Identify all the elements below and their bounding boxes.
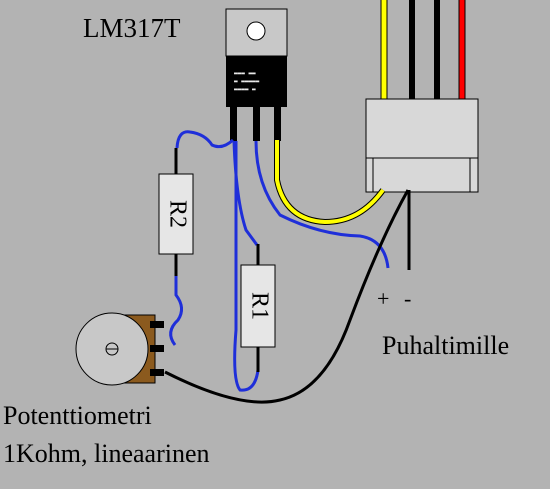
fan-target-label: Puhaltimille — [382, 331, 509, 360]
resistor-r2: R2 — [158, 148, 194, 276]
r1-label: R1 — [246, 292, 272, 320]
fan-cable-wires — [380, 0, 466, 100]
lm317t-regulator: ▬▬▬ ▬▬ ▬ ▬▬▬▬▬ ▬▬▬▬ ▬ — [225, 8, 288, 141]
fan-connector — [365, 98, 479, 193]
mounting-hole-icon — [246, 21, 266, 41]
slotted-knob-icon — [105, 342, 119, 356]
plus-label: + — [377, 286, 389, 311]
pot-label-line1: Potenttiometri — [3, 401, 152, 430]
pot-label-line2: 1Kohm, lineaarinen — [3, 439, 210, 468]
r2-label: R2 — [164, 200, 190, 228]
regulator-body — [226, 56, 287, 107]
regulator-label: LM317T — [83, 13, 181, 43]
regulator-leg-adj — [230, 107, 237, 141]
wire-yellow-in — [275, 140, 385, 225]
svg-text:▬▬▬▬ ▬: ▬▬▬▬ ▬ — [234, 86, 256, 93]
blue-wires — [169, 130, 390, 392]
regulator-leg-in — [274, 107, 281, 141]
svg-text:▬▬▬ ▬▬: ▬▬▬ ▬▬ — [234, 70, 256, 77]
potentiometer — [75, 312, 164, 386]
svg-text:▬ ▬▬▬▬▬: ▬ ▬▬▬▬▬ — [234, 78, 260, 85]
minus-label: - — [404, 286, 411, 311]
regulator-leg-out — [253, 107, 260, 141]
resistor-r1: R1 — [240, 244, 276, 372]
black-wires — [164, 189, 411, 404]
